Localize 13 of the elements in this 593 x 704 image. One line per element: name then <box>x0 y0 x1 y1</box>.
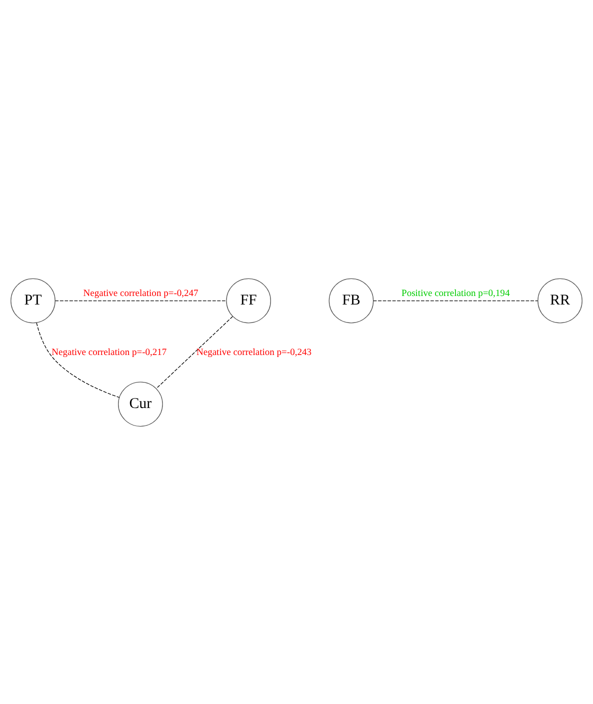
edge-label: Negative correlation p=-0,217 <box>52 348 167 358</box>
edge-label: Negative correlation p=-0,243 <box>196 348 312 358</box>
node-circle: RR <box>538 278 582 323</box>
edge-label: Positive correlation p=0,194 <box>402 288 510 299</box>
connector <box>54 300 227 301</box>
node-circle: FF <box>226 278 271 323</box>
connector <box>156 316 233 388</box>
connector <box>373 300 538 301</box>
connector <box>36 322 120 398</box>
node-circle: FB <box>328 278 374 323</box>
edge-label: Negative correlation p=-0,247 <box>83 288 198 299</box>
node-circle: PT <box>10 278 56 323</box>
node-circle: Cur <box>118 381 163 426</box>
